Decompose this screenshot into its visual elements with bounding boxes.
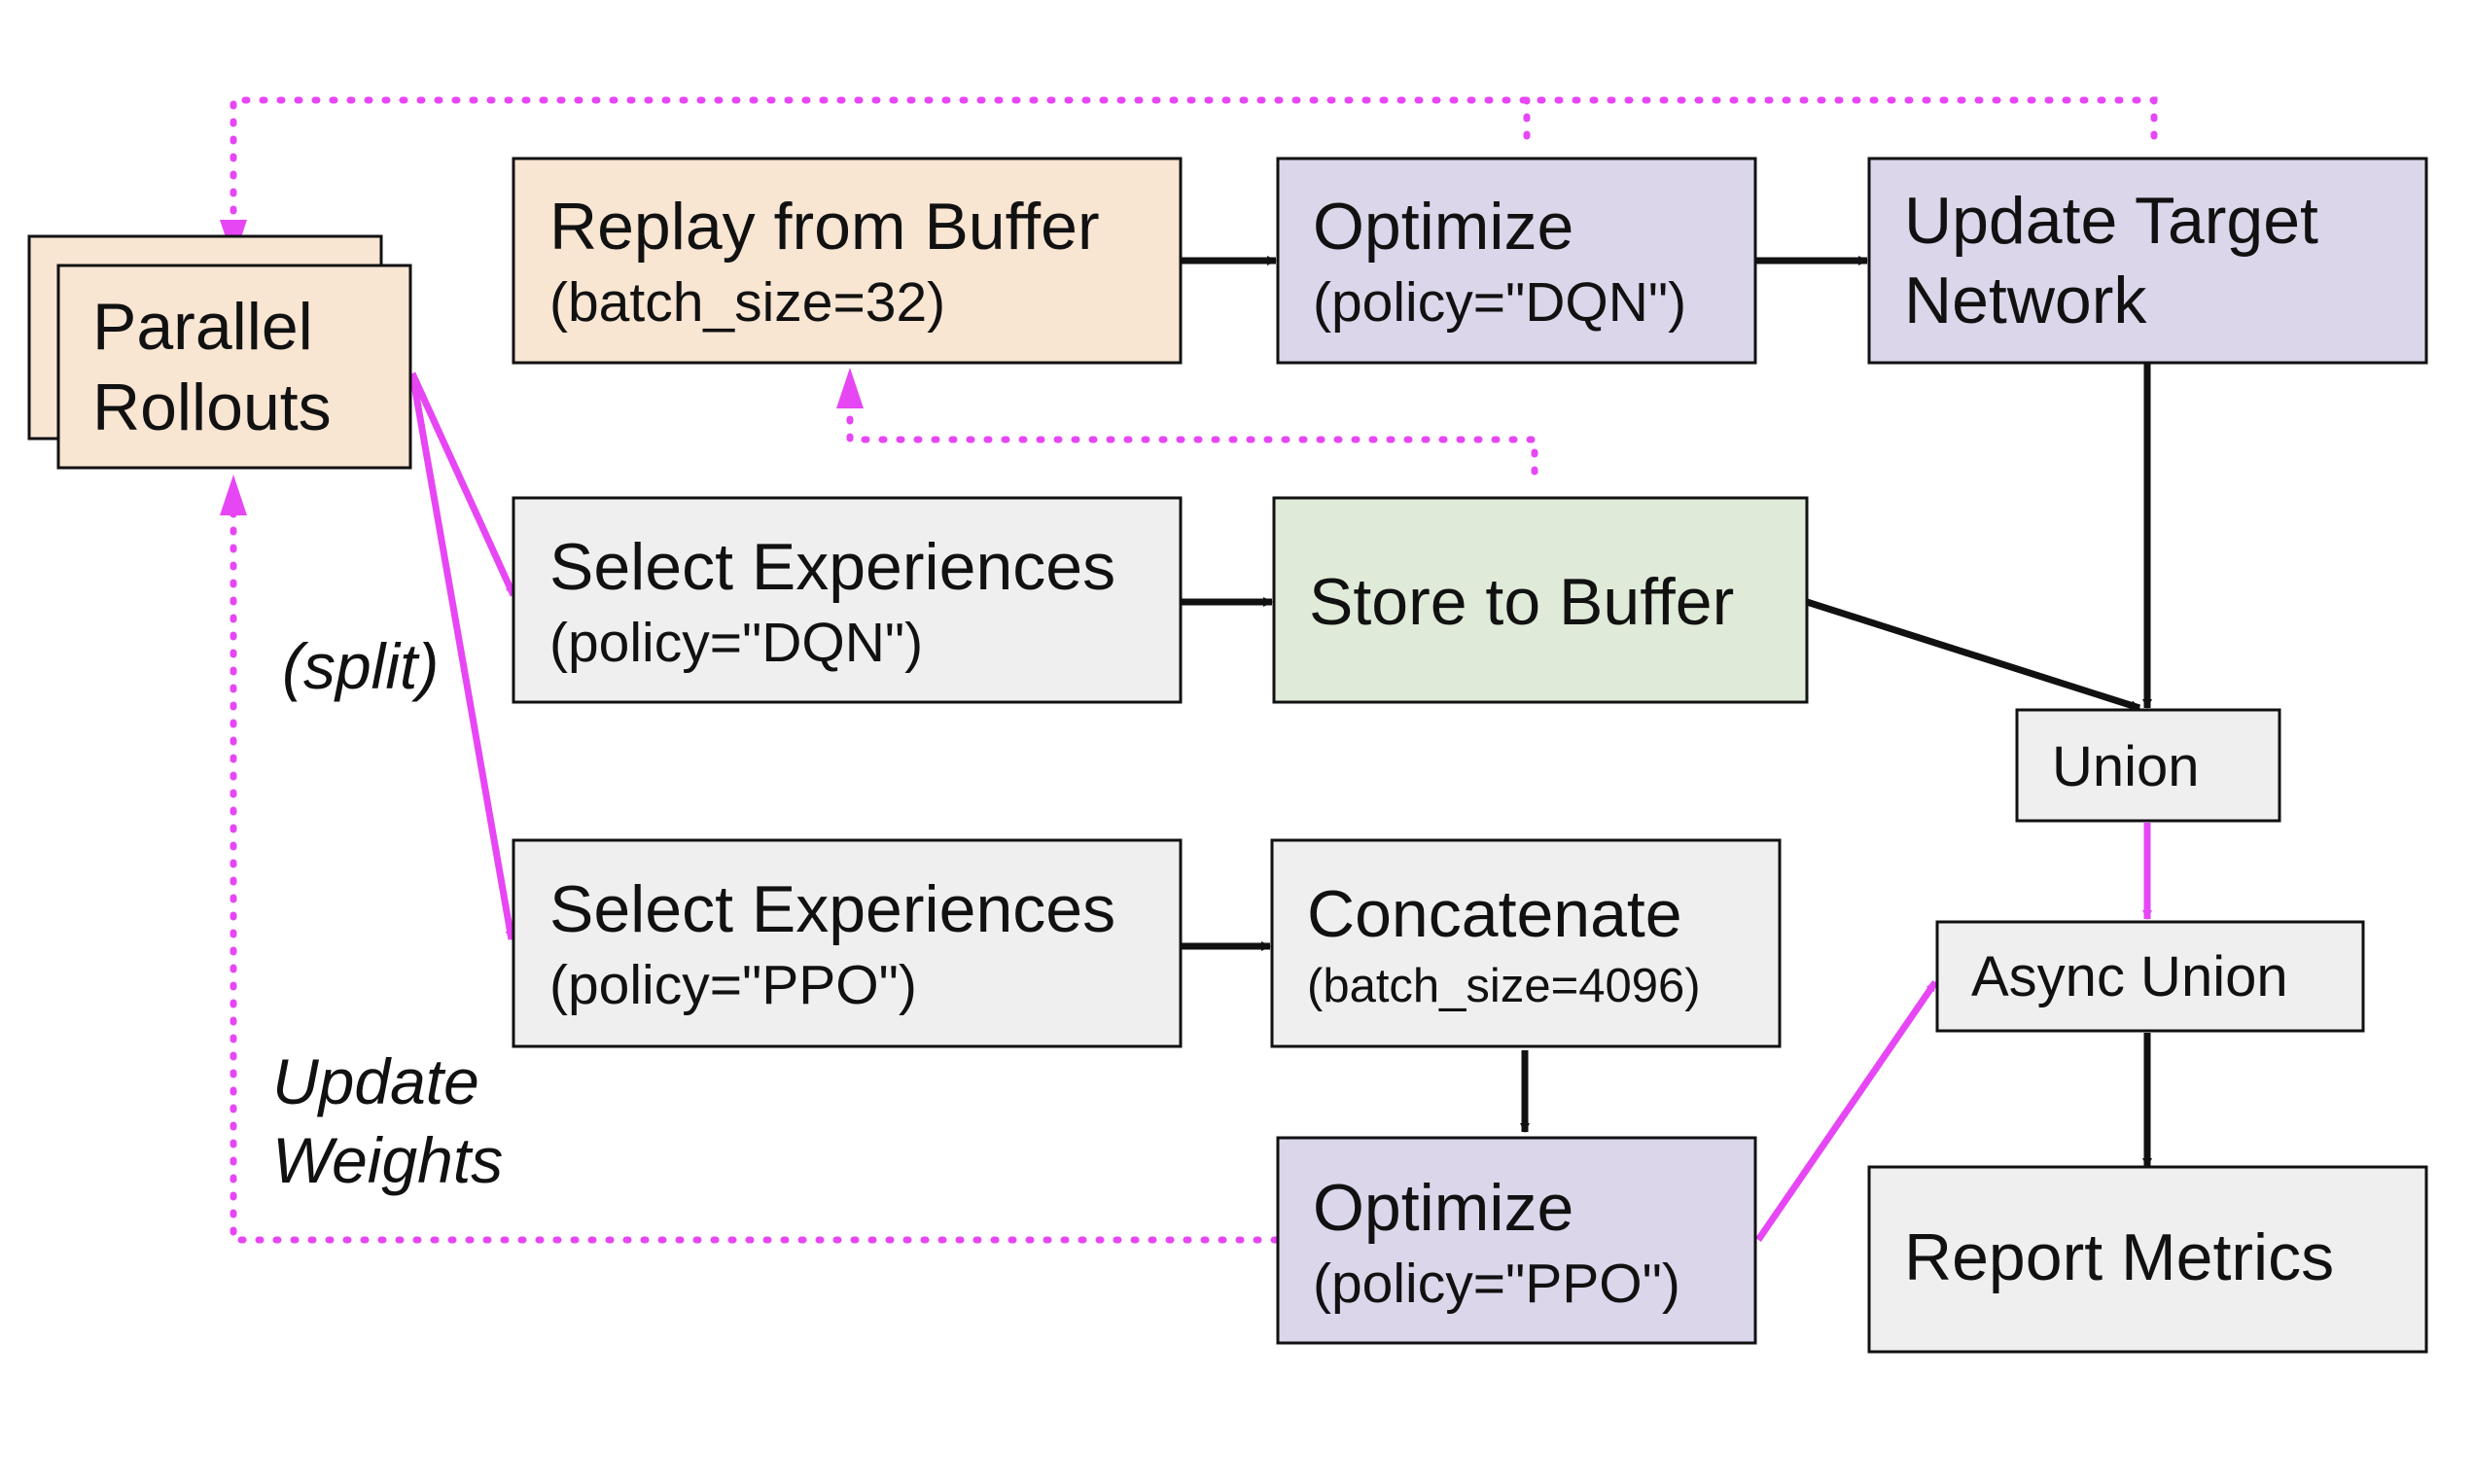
solid-connectors	[408, 256, 2152, 1242]
edge-store-to-union	[1805, 598, 2141, 712]
arrowhead-into-replay	[836, 368, 864, 408]
node-select-experiences-dqn: Select Experiences (policy="DQN")	[512, 496, 1183, 704]
node-union: Union	[2015, 708, 2281, 823]
update-weights-annotation-line1: Update	[272, 1045, 479, 1117]
update-target-network-line1: Update Target	[1904, 184, 2318, 258]
update-weights-annotation-line2: Weights	[272, 1124, 503, 1196]
node-async-union: Async Union	[1935, 920, 2365, 1033]
replay-from-buffer-title: Replay from Buffer	[549, 190, 1100, 264]
parallel-rollouts-label-line1: Parallel	[92, 290, 313, 364]
node-parallel-rollouts: Parallel Rollouts	[27, 234, 412, 470]
replay-from-buffer-params: (batch_size=32)	[549, 271, 945, 334]
node-store-to-buffer: Store to Buffer	[1272, 496, 1809, 704]
node-optimize-dqn: Optimize (policy="DQN")	[1276, 157, 1757, 365]
edge-optimize-ppo-to-async-union	[1755, 980, 1938, 1242]
optimize-ppo-title: Optimize	[1313, 1171, 1573, 1245]
node-optimize-ppo: Optimize (policy="PPO")	[1276, 1136, 1757, 1345]
concatenate-params: (batch_size=4096)	[1307, 960, 1701, 1012]
node-replay-from-buffer: Replay from Buffer (batch_size=32)	[512, 157, 1183, 365]
edge-update-target-to-rollouts	[230, 96, 2158, 245]
parallel-rollouts-label-line2: Rollouts	[92, 371, 332, 444]
parallel-rollouts-front-card	[56, 264, 412, 470]
select-experiences-dqn-params: (policy="DQN")	[549, 612, 923, 674]
edge-rollouts-to-select-ppo	[408, 372, 515, 940]
split-annotation: (split)	[282, 630, 439, 702]
edge-store-to-replay	[846, 385, 1538, 476]
union-label: Union	[2052, 735, 2200, 798]
node-concatenate: Concatenate (batch_size=4096)	[1270, 838, 1782, 1048]
optimize-ppo-params: (policy="PPO")	[1313, 1253, 1680, 1315]
arrowhead-into-rollouts-bottom	[220, 475, 247, 515]
optimize-dqn-title: Optimize	[1313, 190, 1573, 264]
node-report-metrics: Report Metrics	[1867, 1165, 2428, 1354]
node-update-target-network: Update Target Network	[1867, 157, 2428, 365]
edge-optimize-ppo-to-rollouts	[230, 492, 1280, 1244]
async-union-label: Async Union	[1971, 945, 2288, 1008]
select-experiences-ppo-title: Select Experiences	[549, 872, 1115, 946]
select-experiences-dqn-title: Select Experiences	[549, 530, 1115, 604]
edge-rollouts-to-select-dqn	[408, 371, 517, 597]
node-select-experiences-ppo: Select Experiences (policy="PPO")	[512, 838, 1183, 1048]
report-metrics-label: Report Metrics	[1904, 1220, 2334, 1294]
optimize-dqn-params: (policy="DQN")	[1313, 271, 1686, 334]
concatenate-title: Concatenate	[1307, 877, 1682, 951]
update-target-network-line2: Network	[1904, 264, 2147, 337]
dotted-connectors	[230, 96, 2158, 1244]
select-experiences-ppo-params: (policy="PPO")	[549, 954, 917, 1016]
store-to-buffer-label: Store to Buffer	[1309, 565, 1734, 639]
